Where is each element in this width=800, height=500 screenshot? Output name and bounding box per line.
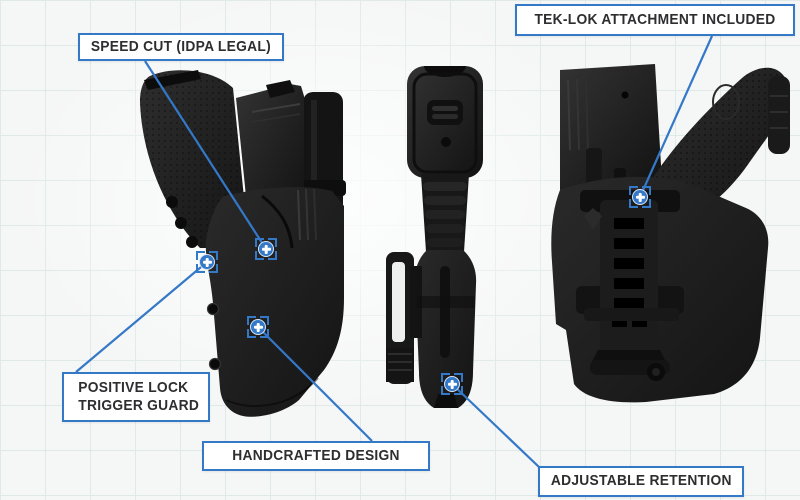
marker-crosshair-icon [250,319,266,335]
feature-marker-speed-cut [255,238,277,260]
callout-positive-lock-label: POSITIVE LOCK TRIGGER GUARD [78,378,200,414]
marker-bracket [196,251,205,260]
marker-crosshair-icon [199,254,215,270]
feature-marker-adjustable-retention [441,373,463,395]
callout-adjustable-retention: ADJUSTABLE RETENTION [538,466,744,497]
callout-adjustable-retention-label: ADJUSTABLE RETENTION [550,472,732,490]
callout-speed-cut-label: SPEED CUT (IDPA LEGAL) [90,37,272,55]
feature-marker-tek-lok-attachment [629,186,651,208]
marker-crosshair-icon [632,189,648,205]
callout-tek-lok-attachment: TEK-LOK ATTACHMENT INCLUDED [515,4,795,36]
callout-speed-cut: SPEED CUT (IDPA LEGAL) [78,33,284,61]
callout-positive-lock-trigger-guard: POSITIVE LOCK TRIGGER GUARD [62,372,210,422]
feature-marker-handcrafted-design [247,316,269,338]
feature-marker-positive-lock-trigger-guard [196,251,218,273]
callout-tek-lok-label: TEK-LOK ATTACHMENT INCLUDED [534,10,776,28]
callout-handcrafted-design: HANDCRAFTED DESIGN [202,441,430,471]
marker-crosshair-icon [444,376,460,392]
marker-crosshair-icon [258,241,274,257]
callout-handcrafted-label: HANDCRAFTED DESIGN [232,446,400,464]
